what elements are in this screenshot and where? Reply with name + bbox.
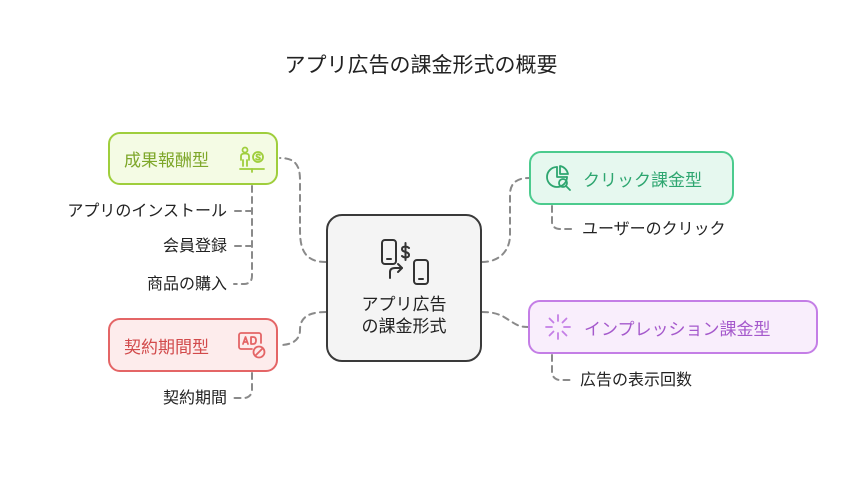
phone-dollar-exchange-icon: [381, 239, 429, 285]
leaf-seika-2: 会員登録: [162, 236, 227, 255]
leaf-seika-1: アプリのインストール: [67, 201, 227, 220]
node-keiyaku-label: 契約期間型: [124, 337, 209, 358]
leaf-seika-3: 商品の購入: [146, 274, 227, 293]
node-keiyaku[interactable]: 契約期間型: [108, 318, 278, 372]
node-seika-label: 成果報酬型: [124, 151, 209, 171]
center-label-line-1: アプリ広告: [361, 295, 447, 315]
person-coin-scale-icon: [239, 146, 265, 173]
connector-center-seika: [279, 157, 327, 263]
loading-sparkle-icon: [545, 314, 571, 340]
center-node[interactable]: アプリ広告 の課金形式: [326, 214, 482, 362]
ad-blocked-icon: [238, 332, 266, 359]
connector-center-click: [481, 177, 530, 263]
leaf-keiyaku-1: 契約期間: [162, 388, 227, 407]
connector-keiyaku-leaf: [233, 372, 253, 399]
leaf-click-1: ユーザーのクリック: [582, 219, 726, 238]
diagram-title: アプリ広告の課金形式の概要: [284, 53, 558, 77]
connector-impression-leaf: [551, 354, 573, 381]
connector-seika-leaves: [233, 185, 253, 285]
leaf-impression-1: 広告の表示回数: [580, 370, 693, 389]
connector-center-impression: [481, 311, 529, 328]
center-label: アプリ広告 の課金形式: [328, 294, 480, 338]
center-label-line-2: の課金形式: [361, 317, 447, 337]
chart-search-icon: [546, 165, 571, 191]
node-click-label: クリック課金型: [583, 170, 702, 191]
connector-center-keiyaku: [279, 311, 327, 346]
node-click[interactable]: クリック課金型: [529, 151, 734, 205]
connector-click-leaf: [551, 205, 573, 230]
node-seika[interactable]: 成果報酬型: [108, 132, 278, 185]
node-impression[interactable]: インプレッション課金型: [528, 300, 818, 354]
node-impression-label: インプレッション課金型: [584, 319, 771, 340]
